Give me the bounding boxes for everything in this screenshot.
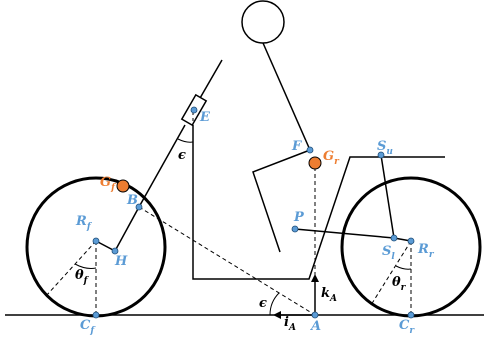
- point-Rf: [92, 237, 100, 245]
- svg-text:A: A: [309, 319, 321, 334]
- dashed-rear-radius: [370, 240, 412, 306]
- svg-text:B: B: [126, 193, 138, 208]
- label-H: H: [114, 254, 128, 269]
- label-P: P: [293, 210, 305, 225]
- label-Cf-sub: f: [89, 326, 96, 336]
- svg-text:ϵ: ϵ: [259, 296, 267, 311]
- svg-text:ϵ: ϵ: [178, 148, 186, 163]
- theta-f-arc: [74, 263, 97, 269]
- svg-text:Gf: Gf: [100, 175, 117, 193]
- svg-text:Rf: Rf: [75, 214, 93, 232]
- label-Su-base: S: [377, 139, 386, 154]
- label-iA-base: i: [284, 315, 289, 330]
- point-Sl: [390, 234, 398, 242]
- label-Cr-sub: r: [409, 326, 415, 336]
- dashed-front-radius: [45, 240, 97, 297]
- label-B: B: [126, 193, 138, 208]
- mass-point-Gr: [308, 156, 322, 170]
- label-Rf-base: R: [75, 214, 87, 229]
- label-Su-sub: u: [386, 147, 393, 157]
- dashed-B-A: [138, 206, 316, 316]
- scooter-frame: [192, 125, 445, 280]
- label-Gf-base: G: [100, 175, 111, 190]
- label-Cr-base: C: [399, 318, 410, 333]
- label-Rf-sub: f: [86, 222, 93, 232]
- svg-text:θf: θf: [75, 268, 90, 286]
- swing-arm: [294, 228, 395, 239]
- epsilon-arc-top: [177, 138, 194, 143]
- label-theta-r-sub: r: [401, 283, 407, 293]
- label-F: F: [291, 139, 302, 154]
- svg-text:Cr: Cr: [399, 318, 415, 336]
- svg-text:Sl: Sl: [382, 244, 395, 262]
- svg-text:iA: iA: [284, 315, 296, 333]
- epsilon-arc-bottom: [269, 292, 280, 316]
- rear-strut: [380, 154, 395, 239]
- svg-text:θr: θr: [392, 275, 407, 293]
- svg-text:Rr: Rr: [417, 242, 435, 260]
- point-Su: [377, 151, 385, 159]
- label-Rr-sub: r: [429, 250, 435, 260]
- theta-r-arc: [395, 265, 412, 270]
- rider-head: [241, 0, 285, 44]
- label-Gf-sub: f: [110, 183, 117, 193]
- rider-leg: [252, 149, 311, 253]
- steering-column-lower: [138, 124, 186, 208]
- point-F: [306, 146, 314, 154]
- label-Sl-base: S: [382, 244, 391, 259]
- svg-text:E: E: [199, 110, 211, 125]
- point-B: [135, 203, 143, 211]
- label-kA-base: k: [321, 286, 330, 301]
- mass-point-Gf: [116, 179, 130, 193]
- svg-text:Cf: Cf: [80, 318, 96, 336]
- label-Cf-base: C: [80, 318, 91, 333]
- svg-text:F: F: [291, 139, 302, 154]
- label-Gr-base: G: [323, 149, 334, 164]
- label-A: A: [309, 319, 321, 334]
- joint-points: [92, 106, 415, 319]
- svg-text:Su: Su: [377, 139, 393, 157]
- point-Cf: [92, 311, 100, 319]
- point-E: [190, 106, 198, 114]
- point-A: [311, 311, 319, 319]
- svg-text:Gr: Gr: [323, 149, 340, 167]
- label-Sl-sub: l: [391, 252, 395, 262]
- label-E: E: [199, 110, 211, 125]
- label-theta-f-sub: f: [83, 276, 90, 286]
- rider-torso: [262, 42, 311, 151]
- svg-text:P: P: [293, 210, 305, 225]
- label-iA-sub: A: [288, 323, 296, 333]
- label-Gr-sub: r: [334, 157, 340, 167]
- label-Rr-base: R: [417, 242, 429, 257]
- label-epsilon-bottom: ϵ: [259, 296, 267, 311]
- label-theta-r-base: θ: [392, 275, 401, 290]
- svg-text:kA: kA: [321, 286, 337, 304]
- fork-link: [95, 206, 140, 253]
- point-Rr: [407, 237, 415, 245]
- label-kA-sub: A: [329, 294, 337, 304]
- svg-text:H: H: [114, 254, 128, 269]
- point-Cr: [407, 311, 415, 319]
- label-epsilon-top: ϵ: [178, 148, 186, 163]
- rear-wheel: [340, 176, 482, 318]
- point-H: [111, 247, 119, 255]
- point-P: [291, 225, 299, 233]
- label-theta-f-base: θ: [75, 268, 84, 283]
